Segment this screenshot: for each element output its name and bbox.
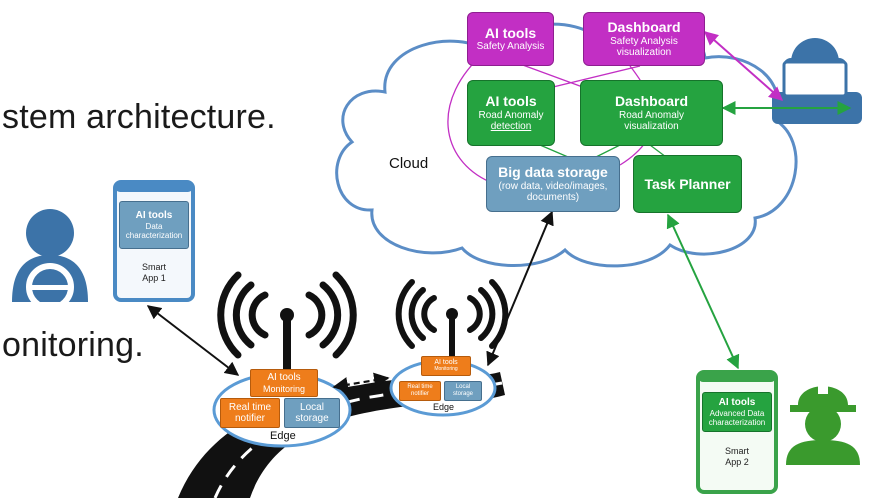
cloud-shape xyxy=(335,21,798,268)
antenna-mast-1 xyxy=(283,318,291,370)
app1-ai-sub2: characterization xyxy=(125,230,183,240)
app1-ai-sub1: Data xyxy=(145,221,163,231)
dashboard-road-subtitle-1: Road Anomaly xyxy=(618,109,685,121)
app2-name: Smart App 2 xyxy=(703,446,771,468)
edge2-storage-label: Local storage xyxy=(452,384,473,397)
worker-user-icon xyxy=(786,378,860,465)
ai-tools-road-anomaly-box: AI tools Road Anomaly detection xyxy=(467,80,555,146)
app2-name-line1: Smart xyxy=(724,446,749,456)
storage-title: Big data storage xyxy=(498,164,608,181)
ai-tools-safety-subtitle: Safety Analysis xyxy=(476,41,545,53)
ai-tools-road-title: AI tools xyxy=(485,93,537,110)
arrow-dashboard-safety-to-analyst xyxy=(703,31,784,101)
antenna-mast-2 xyxy=(449,316,455,358)
ai-tools-road-subtitle-1: Road Anomaly xyxy=(478,109,544,121)
cloud-label: Cloud xyxy=(389,155,429,172)
edge1-ai-title: AI tools xyxy=(267,372,301,384)
app1-name-line1: Smart xyxy=(141,262,166,272)
edge2-storage-box: Local storage xyxy=(444,381,482,401)
dashboard-road-subtitle-2: visualization xyxy=(624,121,679,133)
dashboard-safety-analysis-box: Dashboard Safety Analysis visualization xyxy=(583,12,705,66)
smart-app-2-phone xyxy=(696,370,778,494)
storage-subtitle-1: (row data, video/images, xyxy=(498,180,608,192)
smart-app-1-phone-top xyxy=(115,182,193,192)
edge2-ai-title: AI tools xyxy=(434,359,458,367)
arrow-app1-to-edge1 xyxy=(146,305,240,376)
edge1-ai-tools-box: AI tools Monitoring xyxy=(250,369,318,397)
edge2-ai-tools-box: AI tools Monitoring xyxy=(421,356,471,376)
edge2-notifier-label: Real time notifier xyxy=(407,384,433,397)
app1-ai-tools-box: AI tools Data characterization xyxy=(119,201,189,249)
arrow-edge1-to-edge2 xyxy=(332,372,390,393)
road-lane-marking xyxy=(213,381,503,498)
edge1-ai-sub: Monitoring xyxy=(262,383,306,394)
edge1-storage-box: Local storage xyxy=(284,398,340,428)
app1-name: Smart App 1 xyxy=(120,262,188,284)
ai-tools-safety-analysis-box: AI tools Safety Analysis xyxy=(467,12,554,66)
driver-user-icon xyxy=(12,209,88,311)
edge2-ai-sub: Monitoring xyxy=(434,366,458,373)
edge1-label: Edge xyxy=(270,430,296,442)
app2-ai-tools-box: AI tools Advanced Data characterization xyxy=(702,392,772,432)
smart-app-2-phone-top xyxy=(698,372,776,382)
laptop-screen xyxy=(782,60,848,98)
dashboard-road-title: Dashboard xyxy=(614,93,689,110)
app2-ai-title: AI tools xyxy=(718,397,756,409)
arrow-task-planner-to-app2 xyxy=(666,213,740,370)
app2-ai-sub2: characterization xyxy=(708,417,766,427)
task-planner-box: Task Planner xyxy=(633,155,742,213)
dashboard-safety-subtitle: Safety Analysis visualization xyxy=(610,35,678,59)
edge2-label: Edge xyxy=(433,402,455,412)
edge1-notifier-label: Real time notifier xyxy=(228,401,272,425)
dashboard-road-anomaly-box: Dashboard Road Anomaly visualization xyxy=(580,80,723,146)
edge1-notifier-box: Real time notifier xyxy=(220,398,280,428)
arrow-edge2-to-storage xyxy=(486,210,554,367)
app2-ai-sub1: Advanced Data xyxy=(709,408,765,418)
slide-text-line-1: stem architecture. xyxy=(2,98,276,136)
ai-tools-safety-title: AI tools xyxy=(484,25,537,42)
ai-tools-road-subtitle-2: detection xyxy=(490,121,532,133)
slide-text-line-2: onitoring. xyxy=(2,326,144,364)
app1-ai-title: AI tools xyxy=(135,210,173,222)
app1-name-line2: App 1 xyxy=(142,272,166,283)
app2-name-line2: App 2 xyxy=(725,456,749,467)
task-planner-label: Task Planner xyxy=(644,175,731,192)
edge2-notifier-box: Real time notifier xyxy=(399,381,441,401)
storage-subtitle-2: documents) xyxy=(526,192,580,204)
big-data-storage-box: Big data storage (row data, video/images… xyxy=(486,156,620,212)
dashboard-safety-title: Dashboard xyxy=(607,19,681,36)
edge1-storage-label: Local storage xyxy=(295,401,329,425)
